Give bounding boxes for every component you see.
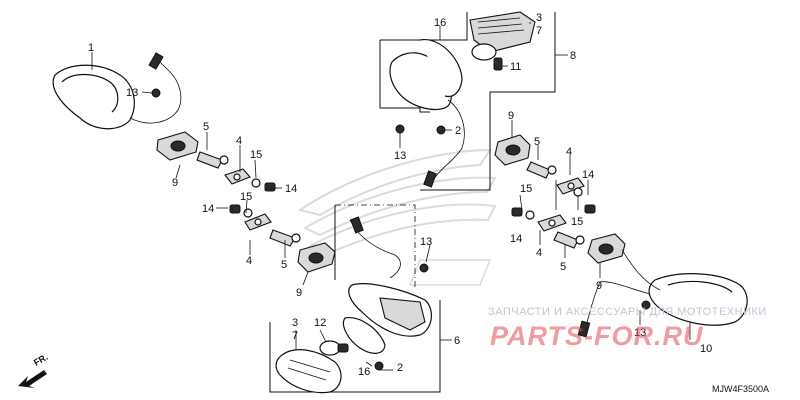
callout-13: 13 bbox=[634, 327, 646, 339]
watermark-text: ЗАПЧАСТИ И АКСЕССУАРЫ ДЛЯ МОТОТЕХНИКИ bbox=[488, 306, 767, 318]
watermark-brand: PARTS-FOR.RU bbox=[490, 321, 704, 351]
callout-15: 15 bbox=[240, 191, 252, 203]
front-label: FR. bbox=[32, 352, 50, 368]
rear-lower-winker-group bbox=[269, 204, 441, 394]
callout-16: 16 bbox=[434, 17, 446, 29]
callout-2: 2 bbox=[455, 125, 461, 137]
callout-5: 5 bbox=[281, 259, 287, 271]
callout-11: 11 bbox=[510, 61, 521, 73]
callout-13: 13 bbox=[420, 236, 432, 248]
callout-4: 4 bbox=[236, 135, 242, 147]
callout-16: 16 bbox=[358, 366, 370, 378]
callout-7: 7 bbox=[292, 330, 298, 342]
callout-labels: 1 13 5 9 4 15 14 14 15 4 5 9 16 3 7 8 11… bbox=[88, 12, 712, 378]
callout-5: 5 bbox=[534, 136, 540, 148]
right-socket-lower bbox=[587, 233, 626, 264]
callout-15: 15 bbox=[571, 216, 583, 228]
callout-9: 9 bbox=[508, 110, 514, 122]
callout-14: 14 bbox=[582, 169, 594, 181]
callout-9: 9 bbox=[596, 280, 602, 292]
front-direction-arrow: FR. bbox=[18, 352, 50, 388]
right-socket-upper bbox=[494, 134, 596, 214]
callout-2: 2 bbox=[397, 362, 403, 374]
front-right-winker bbox=[577, 249, 748, 338]
callout-7: 7 bbox=[536, 25, 542, 37]
honda-wing-logo bbox=[297, 148, 497, 286]
callout-13: 13 bbox=[394, 150, 406, 162]
callout-14: 14 bbox=[510, 233, 522, 245]
right-stay-lower bbox=[511, 207, 585, 249]
callout-8: 8 bbox=[570, 50, 576, 62]
watermark: ЗАПЧАСТИ И АКСЕССУАРЫ ДЛЯ МОТОТЕХНИКИ PA… bbox=[488, 306, 767, 351]
callout-3: 3 bbox=[292, 317, 298, 329]
diagram-code: MJW4F3500A bbox=[712, 384, 769, 394]
callout-5: 5 bbox=[560, 261, 566, 273]
callout-4: 4 bbox=[246, 255, 252, 267]
callout-6: 6 bbox=[454, 335, 460, 347]
callout-10: 10 bbox=[700, 343, 712, 355]
callout-14: 14 bbox=[202, 203, 214, 215]
callout-9: 9 bbox=[296, 287, 302, 299]
left-stay-lower bbox=[229, 204, 301, 247]
callout-14: 14 bbox=[285, 183, 297, 195]
rear-upper-winker-group bbox=[379, 11, 556, 191]
callout-15: 15 bbox=[250, 149, 262, 161]
left-socket-lower bbox=[297, 242, 336, 273]
left-stay-upper bbox=[224, 168, 276, 192]
callout-4: 4 bbox=[566, 146, 572, 158]
left-socket-upper bbox=[156, 131, 229, 169]
callout-3: 3 bbox=[536, 12, 542, 24]
callout-4: 4 bbox=[536, 247, 542, 259]
callout-12: 12 bbox=[314, 317, 326, 329]
callout-1: 1 bbox=[88, 42, 94, 54]
callout-9: 9 bbox=[172, 177, 178, 189]
front-left-winker bbox=[52, 52, 182, 130]
callout-15: 15 bbox=[520, 183, 532, 195]
leader-lines bbox=[91, 22, 691, 371]
callout-5: 5 bbox=[203, 121, 209, 133]
callout-13: 13 bbox=[126, 87, 138, 99]
